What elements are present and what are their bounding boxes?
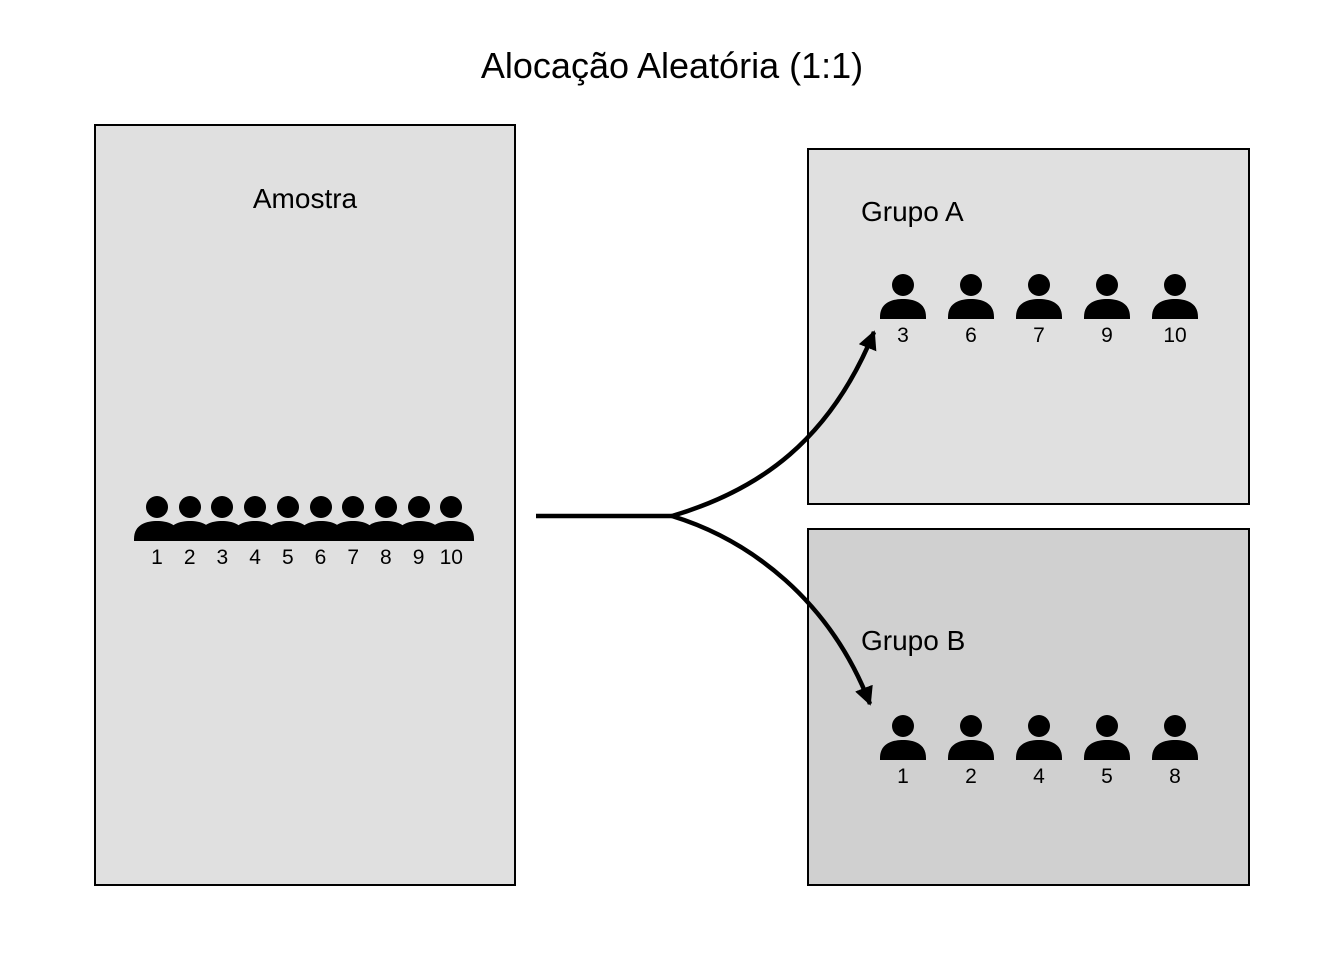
person-10: 10 — [425, 495, 477, 575]
person-number: 5 — [281, 546, 294, 569]
person-number: 6 — [314, 546, 327, 569]
group-b-panel — [807, 528, 1250, 886]
person-number: 3 — [897, 324, 909, 347]
person-6: 6 — [945, 273, 997, 353]
person-number: 7 — [1033, 324, 1045, 347]
person-number: 7 — [347, 546, 360, 569]
person-4: 4 — [1013, 714, 1065, 794]
person-number: 8 — [380, 546, 392, 569]
person-number: 3 — [216, 546, 229, 569]
person-4: 4 — [229, 495, 281, 575]
person-icon — [1152, 715, 1198, 760]
person-1: 1 — [877, 714, 929, 794]
person-number: 8 — [1169, 765, 1181, 788]
person-8: 8 — [360, 495, 412, 575]
person-icon — [232, 496, 279, 541]
person-5: 5 — [1081, 714, 1133, 794]
person-number: 1 — [151, 546, 163, 569]
person-icon — [428, 496, 475, 541]
person-number: 5 — [1101, 765, 1113, 788]
person-9: 9 — [1081, 273, 1133, 353]
person-number: 4 — [1033, 765, 1045, 788]
person-icon — [948, 715, 994, 760]
sample-label: Amostra — [252, 183, 358, 214]
person-number: 10 — [1163, 324, 1187, 347]
group-a-panel — [807, 148, 1250, 505]
person-2: 2 — [945, 714, 997, 794]
person-number: 10 — [439, 546, 463, 569]
person-icon — [1084, 715, 1130, 760]
person-number: 9 — [412, 546, 425, 569]
person-icon — [880, 274, 926, 319]
person-icon — [1016, 715, 1062, 760]
person-icon — [1152, 274, 1198, 319]
person-number: 2 — [965, 765, 977, 788]
person-7: 7 — [1013, 273, 1065, 353]
person-2: 2 — [164, 495, 216, 575]
person-number: 9 — [1101, 324, 1113, 347]
person-icon — [880, 715, 926, 760]
group-b-label: Grupo B — [861, 625, 966, 656]
person-number: 1 — [897, 765, 909, 788]
person-icon — [1016, 274, 1062, 319]
person-number: 6 — [965, 324, 977, 347]
person-number: 2 — [183, 546, 196, 569]
person-10: 10 — [1149, 273, 1201, 353]
person-icon — [1084, 274, 1130, 319]
person-icon — [948, 274, 994, 319]
person-8: 8 — [1149, 714, 1201, 794]
group-a-label: Grupo A — [861, 196, 964, 227]
person-3: 3 — [196, 495, 248, 575]
diagram-title: Alocação Aleatória (1:1) — [480, 45, 864, 86]
person-3: 3 — [877, 273, 929, 353]
person-number: 4 — [249, 546, 261, 569]
